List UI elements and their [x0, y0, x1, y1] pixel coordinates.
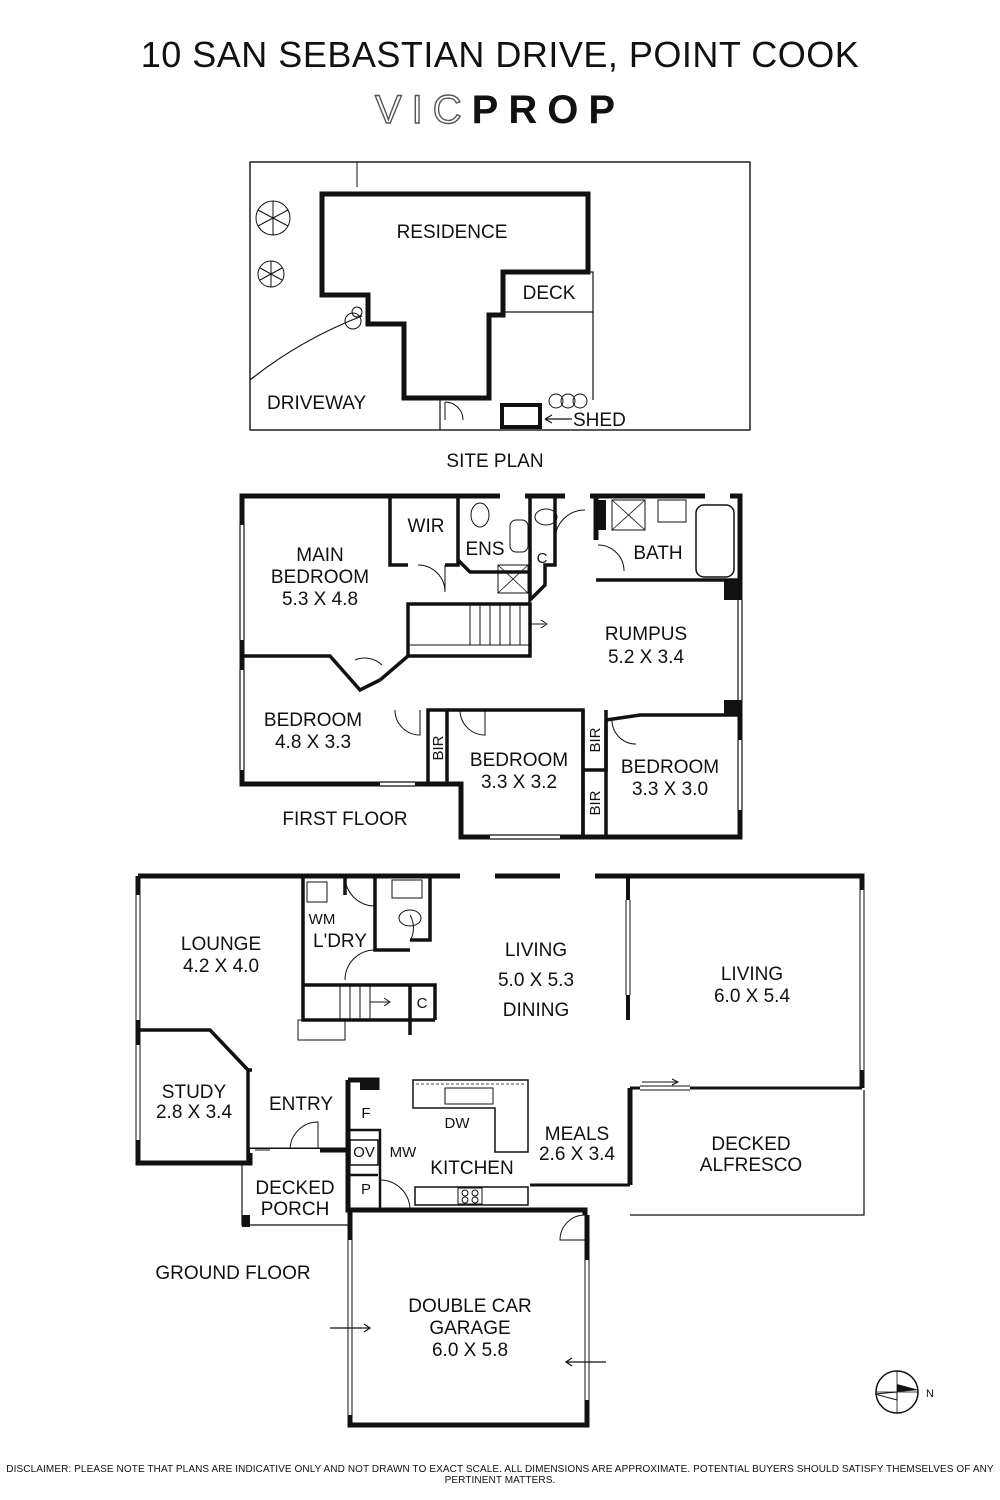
- tree-icon: [255, 200, 291, 236]
- label-dishwasher: DW: [445, 1115, 471, 1132]
- label-fridge: F: [361, 1105, 370, 1122]
- label-main-bedroom-line1: MAIN: [296, 545, 344, 566]
- label-bedroom-3: BEDROOM: [470, 750, 568, 771]
- label-microwave: MW: [390, 1144, 417, 1161]
- shower-icon: [497, 564, 529, 594]
- oven-icon: [349, 1139, 379, 1166]
- label-bedroom-4: BEDROOM: [621, 757, 719, 778]
- bir-1-cupboard: [426, 708, 449, 786]
- label-driveway: DRIVEWAY: [267, 393, 367, 414]
- label-cupboard-ground: C: [417, 995, 428, 1012]
- washing-machine-icon: [306, 881, 328, 903]
- label-rumpus: RUMPUS: [605, 624, 687, 645]
- cooktop-icon: [457, 1187, 483, 1205]
- label-living-2-size: 6.0 X 5.4: [714, 986, 790, 1007]
- label-laundry: L'DRY: [313, 931, 367, 952]
- basin-icon: [509, 519, 529, 553]
- disclaimer-text: DISCLAIMER: PLEASE NOTE THAT PLANS ARE I…: [6, 1464, 994, 1486]
- label-study-size: 2.8 X 3.4: [156, 1102, 232, 1123]
- deck-outline: [502, 271, 594, 313]
- site-plan: [249, 161, 751, 431]
- driveway-curve: [249, 315, 363, 381]
- page-title: 10 SAN SEBASTIAN DRIVE, POINT COOK: [140, 34, 860, 75]
- label-deck: DECK: [523, 283, 576, 304]
- kitchen-bench: [414, 1186, 529, 1206]
- label-bir-3: BIR: [587, 790, 604, 815]
- label-bedroom-2-size: 4.8 X 3.3: [275, 732, 351, 753]
- label-kitchen: KITCHEN: [430, 1158, 513, 1179]
- stair-treads: [297, 985, 391, 1041]
- shed-outline: [500, 403, 542, 429]
- toilet-icon: [398, 909, 422, 927]
- sink-icon: [444, 1087, 494, 1105]
- kitchen-island: [412, 1079, 529, 1153]
- hedge-icon: [548, 393, 588, 409]
- label-living-2: LIVING: [721, 964, 783, 985]
- label-meals-size: 2.6 X 3.4: [539, 1144, 615, 1165]
- first-floor-stairs: [406, 602, 532, 658]
- stair-treads: [410, 604, 548, 646]
- basin-icon: [391, 879, 423, 899]
- label-bir-2: BIR: [587, 727, 604, 752]
- brand-logo-bold: PROP: [471, 88, 626, 132]
- label-bedroom-4-size: 3.3 X 3.0: [632, 779, 708, 800]
- garage-entry-arrow: [564, 1357, 606, 1367]
- toilet-icon: [534, 508, 558, 526]
- label-decked-alfresco-line1: DECKED: [711, 1134, 790, 1155]
- alfresco-outline: [630, 1090, 865, 1216]
- label-wir: WIR: [408, 516, 445, 537]
- ground-floor-title: GROUND FLOOR: [155, 1263, 310, 1284]
- label-decked-alfresco-line2: ALFRESCO: [700, 1155, 802, 1176]
- compass-north-label: N: [926, 1388, 934, 1400]
- label-main-bedroom-line2: BEDROOM: [271, 567, 369, 588]
- label-bir-1: BIR: [430, 735, 447, 760]
- label-garage-line2: GARAGE: [429, 1318, 510, 1339]
- brand-logo-light: VIC: [374, 87, 472, 132]
- label-cupboard: C: [537, 550, 548, 567]
- label-dining: DINING: [503, 1000, 570, 1021]
- label-main-bedroom-size: 5.3 X 4.8: [282, 589, 358, 610]
- shrub-icon: [344, 306, 363, 330]
- label-study: STUDY: [162, 1082, 227, 1103]
- label-bedroom-3-size: 3.3 X 3.2: [481, 772, 557, 793]
- site-boundary: [249, 161, 751, 431]
- ground-floor-stairs: [303, 983, 437, 1020]
- shower-icon: [611, 499, 646, 531]
- label-ens: ENS: [465, 539, 504, 560]
- label-living-1-size: 5.0 X 5.3: [498, 970, 574, 991]
- bathtub-icon: [695, 504, 735, 578]
- label-wm: WM: [309, 911, 336, 928]
- window: [135, 873, 865, 1140]
- first-floor-title: FIRST FLOOR: [282, 809, 407, 830]
- label-lounge-size: 4.2 X 4.0: [183, 956, 259, 977]
- first-floor-plan: [239, 493, 743, 840]
- tree-icon: [257, 260, 285, 288]
- label-bath: BATH: [633, 543, 682, 564]
- basin-icon: [657, 499, 687, 523]
- label-bedroom-2: BEDROOM: [264, 710, 362, 731]
- label-pantry: P: [361, 1181, 371, 1198]
- label-oven: OV: [353, 1144, 375, 1161]
- label-garage-line1: DOUBLE CAR: [408, 1296, 532, 1317]
- label-lounge: LOUNGE: [181, 934, 261, 955]
- label-living-1: LIVING: [505, 940, 567, 961]
- ground-floor-plan: [135, 873, 865, 1428]
- brand-logo: VICPROP: [0, 87, 1000, 133]
- window: [239, 493, 743, 840]
- garage-entry-arrow: [330, 1323, 372, 1333]
- label-rumpus-size: 5.2 X 3.4: [608, 647, 684, 668]
- label-decked-porch-line2: PORCH: [261, 1199, 330, 1220]
- compass-icon: [874, 1370, 919, 1414]
- label-meals: MEALS: [545, 1124, 609, 1145]
- label-decked-porch-line1: DECKED: [255, 1178, 334, 1199]
- label-residence: RESIDENCE: [397, 222, 508, 243]
- site-plan-title: SITE PLAN: [446, 451, 543, 472]
- label-shed: SHED: [573, 410, 626, 431]
- first-floor-outer-wall: [239, 493, 743, 840]
- label-entry: ENTRY: [269, 1094, 333, 1115]
- toilet-icon: [470, 502, 490, 528]
- label-garage-size: 6.0 X 5.8: [432, 1340, 508, 1361]
